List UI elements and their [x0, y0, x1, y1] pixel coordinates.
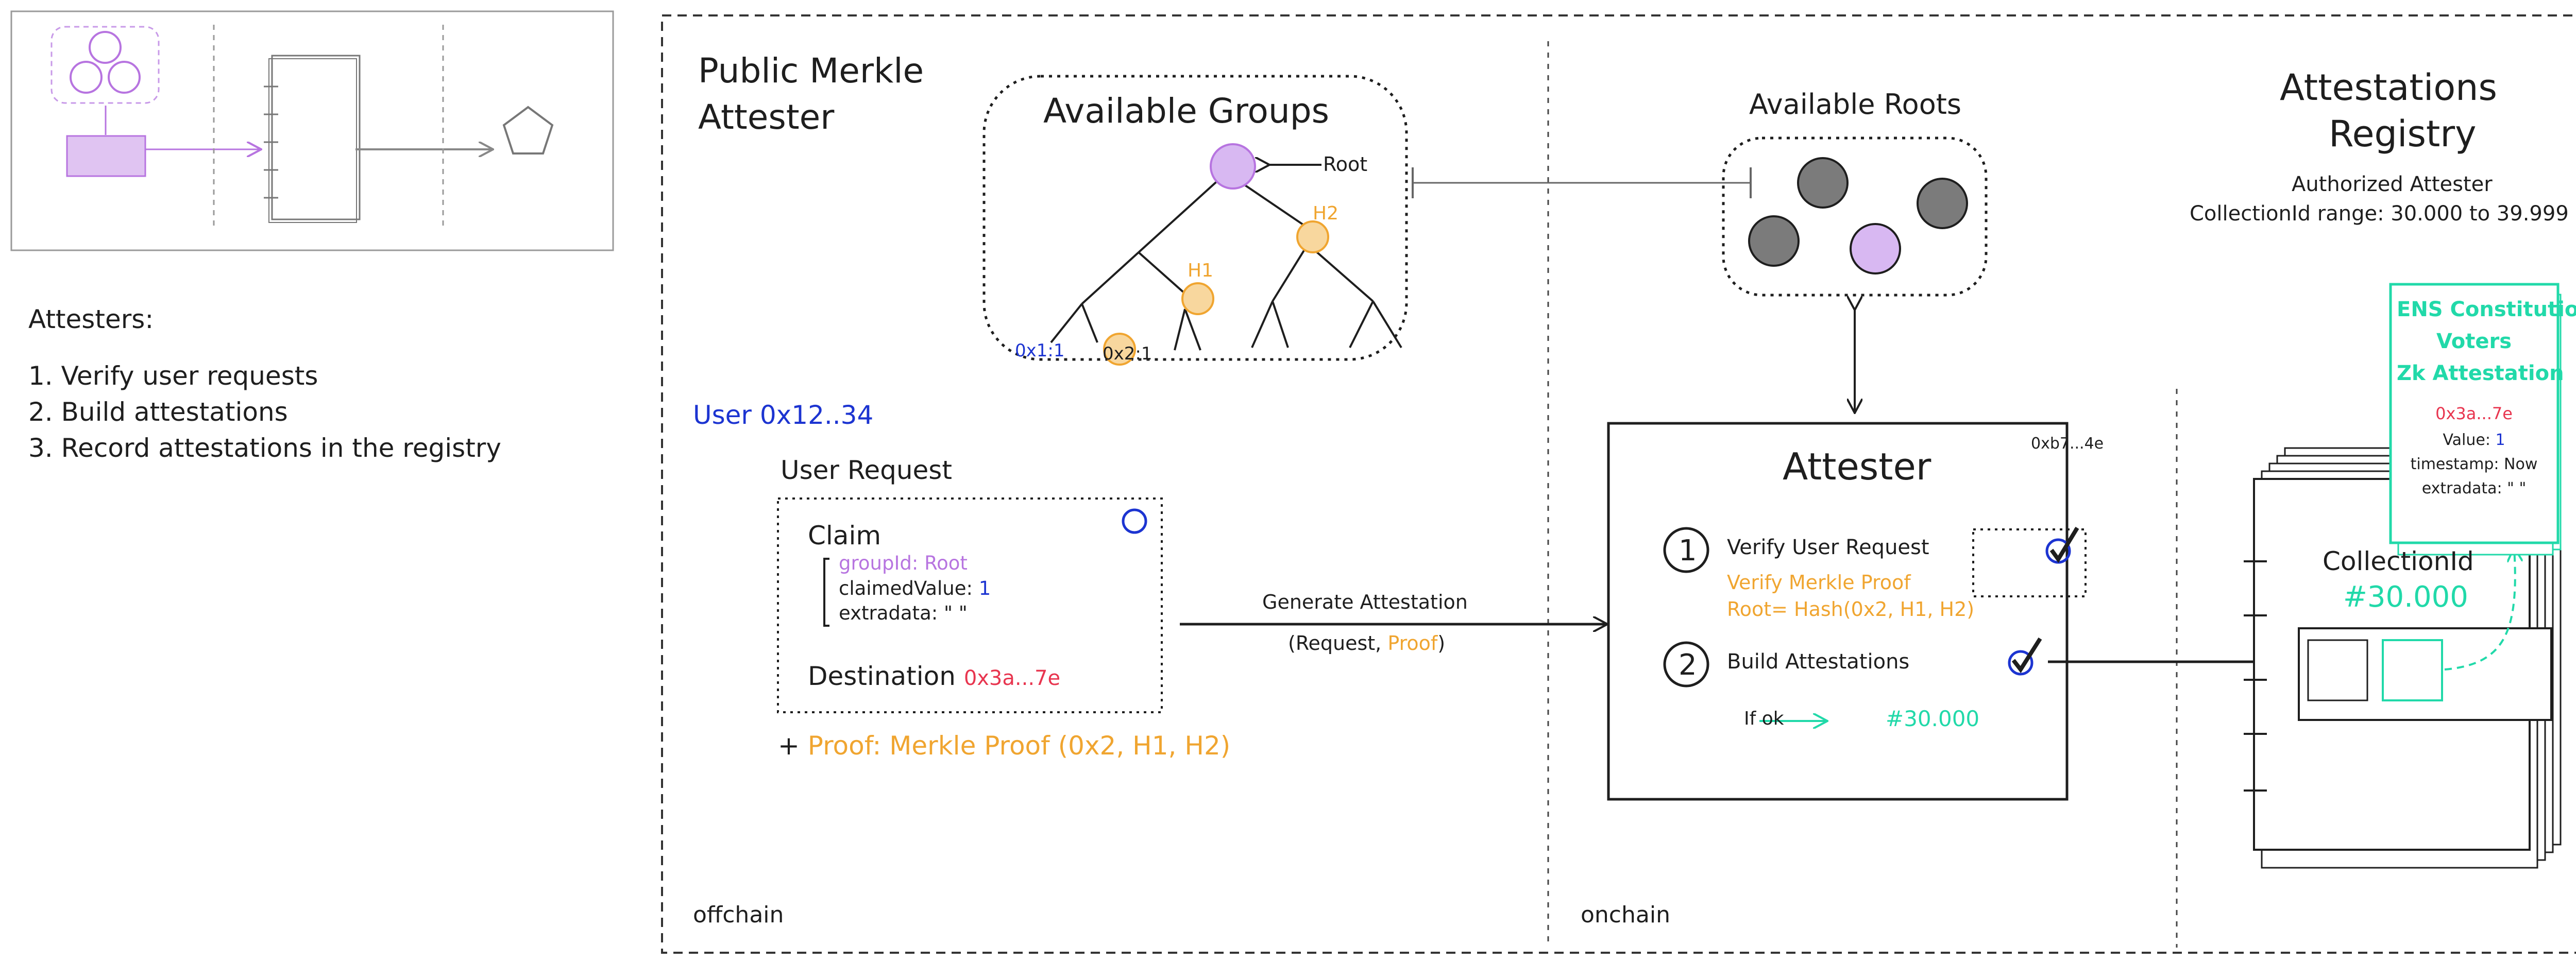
h1-node	[1181, 282, 1214, 315]
collection-id-label: CollectionId	[2323, 546, 2474, 576]
collection-range-label: CollectionId range: 30.000 to 39.999	[2190, 202, 2569, 226]
thumbnail-preview	[10, 10, 614, 251]
thumb-groups-box	[50, 26, 160, 104]
verify-check-box	[1972, 528, 2087, 597]
attester-title: Attester	[1783, 445, 1931, 488]
build-check-mark	[2011, 637, 2042, 673]
build-check-circle	[2008, 650, 2033, 676]
request-part: (Request,	[1288, 632, 1388, 655]
collection-slot-new	[2382, 639, 2443, 701]
leaf-0x2-label: 0x2:1	[1103, 343, 1153, 364]
claimed-value: 1	[978, 577, 991, 599]
proof-row: + Proof: Merkle Proof (0x2, H1, H2)	[778, 731, 1230, 761]
step1-detail-root: Root= Hash(0x2, H1, H2)	[1727, 598, 1975, 621]
attesters-list-item-1: 1. Verify user requests	[28, 361, 318, 391]
thumb-registry-pentagon	[502, 106, 554, 154]
attestation-card-shape	[2389, 283, 2562, 556]
h1-label: H1	[1188, 260, 1213, 281]
attestation-card-extradata: extradata: " "	[2421, 479, 2527, 497]
main-frame	[661, 14, 2576, 954]
attestation-card-timestamp: timestamp: Now	[2410, 455, 2538, 473]
collection-slot-box	[2298, 627, 2552, 721]
claim-claimed-value-row: claimedValue: 1	[839, 577, 991, 600]
registry-title-line1: Attestations	[2280, 66, 2497, 109]
step1-number: 1	[1679, 534, 1697, 568]
collection-id-value: #30.000	[2343, 580, 2468, 614]
public-merkle-title-line1: Public Merkle	[698, 51, 924, 91]
attestation-card-address: 0x3a...7e	[2435, 404, 2513, 423]
thumb-attester-book	[271, 55, 361, 220]
leaf-0x1-label: 0x1:1	[1015, 340, 1065, 361]
step2-number: 2	[1679, 648, 1697, 682]
onchain-zone-label: onchain	[1581, 902, 1670, 928]
available-groups-title: Available Groups	[1043, 91, 1330, 131]
step1-detail-verify: Verify Merkle Proof	[1727, 571, 1911, 594]
claimed-value-key: claimedValue:	[839, 577, 979, 599]
user-address: User 0x12..34	[693, 400, 874, 430]
proof-plus: +	[778, 731, 808, 761]
available-groups-box	[982, 75, 1408, 361]
attester-address: 0xb7...4e	[2031, 435, 2104, 453]
attestation-card-title-2: Voters	[2436, 330, 2512, 353]
attesters-heading: Attesters:	[28, 304, 154, 334]
step2-label: Build Attestations	[1727, 650, 1910, 674]
attestation-card-title-3: Zk Attestation	[2397, 362, 2564, 385]
root-node	[1210, 143, 1256, 190]
step1-circle	[1663, 527, 1709, 573]
registry-binding	[2244, 560, 2267, 792]
authorized-attester-label: Authorized Attester	[2292, 173, 2493, 196]
attestation-value: 1	[2495, 431, 2505, 449]
claim-bracket	[823, 558, 829, 627]
claim-group-id: groupId: Root	[839, 552, 968, 574]
root-node-purple	[1850, 223, 1901, 274]
root-label: Root	[1323, 153, 1368, 176]
attestation-card-value-row: Value: 1	[2397, 431, 2551, 450]
public-merkle-title-line2: Attester	[698, 97, 835, 137]
thumb-node-top	[89, 31, 122, 64]
attestation-value-key: Value:	[2443, 431, 2496, 449]
attestation-card-title-1: ENS Constitution	[2397, 298, 2576, 321]
generate-attestation-params: (Request, Proof)	[1288, 632, 1445, 655]
thumb-node-left	[70, 61, 103, 94]
if-ok-collection: #30.000	[1886, 706, 1980, 731]
attesters-list-item-2: 2. Build attestations	[28, 397, 288, 427]
available-roots-title: Available Roots	[1749, 88, 1962, 121]
h2-node	[1296, 220, 1329, 253]
h2-label: H2	[1313, 203, 1338, 224]
if-ok-label: If ok	[1744, 708, 1784, 729]
proof-part: Proof	[1387, 632, 1438, 655]
attesters-list-item-3: 3. Record attestations in the registry	[28, 433, 501, 463]
available-roots-box	[1722, 136, 1988, 297]
thumb-request-box	[66, 135, 146, 177]
offchain-zone-label: offchain	[693, 902, 784, 928]
step1-label: Verify User Request	[1727, 536, 1929, 559]
user-request-title: User Request	[781, 455, 952, 485]
proof-text: Proof: Merkle Proof (0x2, H1, H2)	[807, 731, 1231, 761]
attester-box	[1607, 422, 2069, 801]
claim-label: Claim	[808, 521, 882, 551]
collection-slot-existing	[2307, 639, 2368, 701]
leaf-0x2-node	[1103, 333, 1136, 366]
destination-row: Destination 0x3a...7e	[808, 661, 1061, 692]
registry-title-line2: Registry	[2329, 113, 2477, 155]
step2-circle	[1663, 641, 1709, 688]
verify-check-mark	[2049, 526, 2079, 563]
root-node-gray-1	[1797, 157, 1849, 209]
destination-label: Destination	[808, 661, 964, 691]
thumb-node-right	[108, 61, 141, 94]
root-node-gray-2	[1917, 178, 1968, 229]
request-status-circle	[1122, 508, 1147, 534]
user-request-box	[777, 497, 1163, 713]
root-node-gray-3	[1748, 215, 1800, 267]
merkle-tree	[1050, 165, 1402, 351]
destination-address: 0x3a...7e	[963, 666, 1061, 690]
close-paren: )	[1437, 632, 1446, 655]
claim-extradata: extradata: " "	[839, 602, 968, 624]
generate-attestation-label: Generate Attestation	[1262, 591, 1468, 613]
